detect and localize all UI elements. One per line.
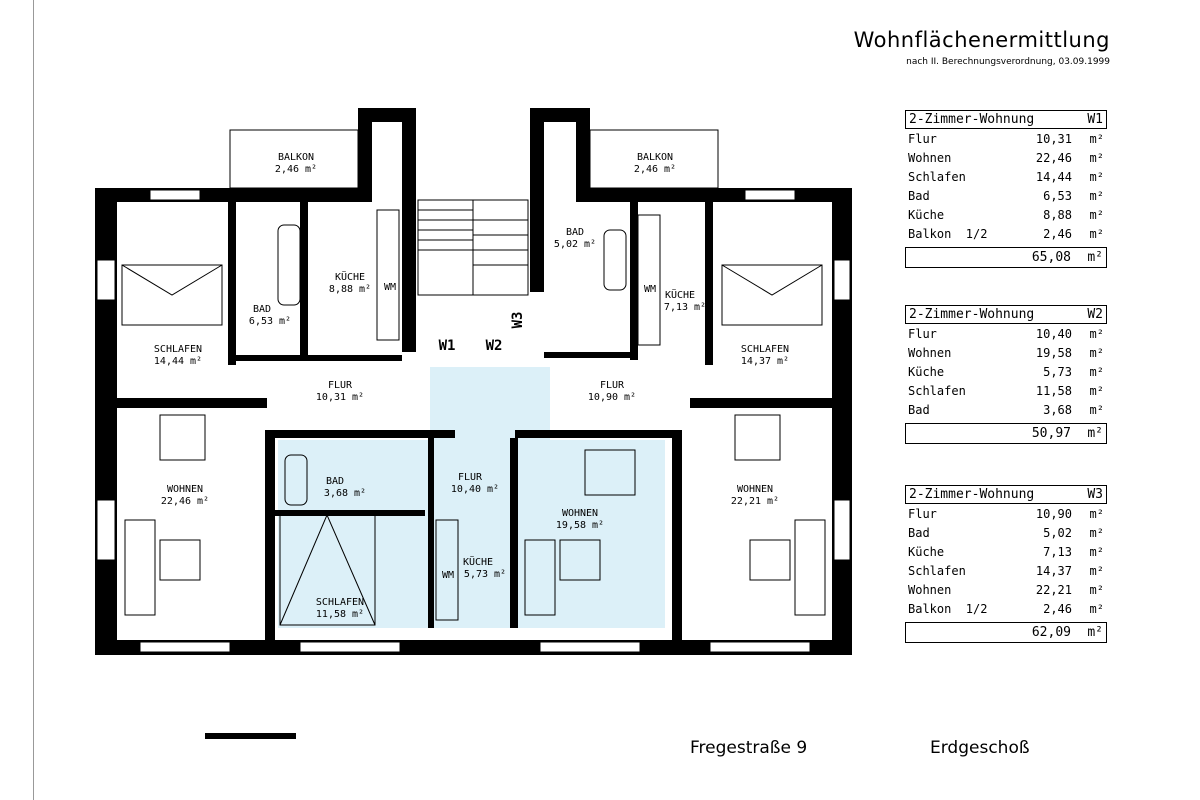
washing-machine-label: WM [644,284,656,295]
room-name: WOHNEN [167,484,203,495]
room-name: FLUR [458,472,483,483]
table-title: 2-Zimmer-Wohnung [909,307,1035,322]
room-area: 2,46 m² [634,164,676,175]
room-area: 7,13 m² [664,302,706,313]
staircase [417,199,529,296]
washing-machine-label: WM [384,282,396,293]
frame-border [33,0,34,800]
room-area: 10,90 m² [588,392,636,403]
room-area: 6,53 m² [249,316,291,327]
room-name: KÜCHE [665,288,695,301]
room-name: BAD [253,304,271,315]
page-title: Wohnflächenermittlung [853,28,1110,52]
table-unit: W2 [1087,307,1103,322]
room-area: 8,88 m² [329,284,371,295]
room-name: FLUR [600,380,625,391]
room-area: 10,31 m² [316,392,364,403]
room-area: 14,44 m² [154,356,202,367]
room-area: 5,02 m² [554,239,596,250]
table-unit: W3 [1087,487,1103,502]
room-name: SCHLAFEN [741,344,789,355]
unit-label-w3: W3 [510,312,526,329]
room-area: 3,68 m² [324,488,366,499]
room-name: KÜCHE [335,270,365,283]
table-title: 2-Zimmer-Wohnung [909,487,1035,502]
room-area: 11,58 m² [316,609,364,620]
scale-bar [205,733,296,739]
unit-label-w1: W1 [439,338,456,354]
room-name: FLUR [328,380,353,391]
page-subtitle: nach II. Berechnungsverordnung, 03.09.19… [906,57,1110,67]
room-name: KÜCHE [463,555,493,568]
table-unit: W1 [1087,112,1103,127]
room-area: 14,37 m² [741,356,789,367]
washing-machine-label: WM [442,570,454,581]
room-name: SCHLAFEN [154,344,202,355]
room-name: BALKON [637,152,673,163]
room-name: BAD [566,227,584,238]
floor-label: Erdgeschoß [930,738,1030,758]
table-title: 2-Zimmer-Wohnung [909,112,1035,127]
room-area: 10,40 m² [451,484,499,495]
room-area: 5,73 m² [464,569,506,580]
room-name: WOHNEN [737,484,773,495]
room-name: BALKON [278,152,314,163]
room-name: SCHLAFEN [316,597,364,608]
room-area: 22,46 m² [161,496,209,507]
room-area: 2,46 m² [275,164,317,175]
address-label: Fregestraße 9 [690,738,808,758]
room-name: WOHNEN [562,508,598,519]
room-area: 19,58 m² [556,520,604,531]
room-name: BAD [326,476,344,487]
room-area: 22,21 m² [731,496,779,507]
furniture [121,209,826,626]
windows [96,189,851,653]
unit-label-w2: W2 [486,338,503,354]
